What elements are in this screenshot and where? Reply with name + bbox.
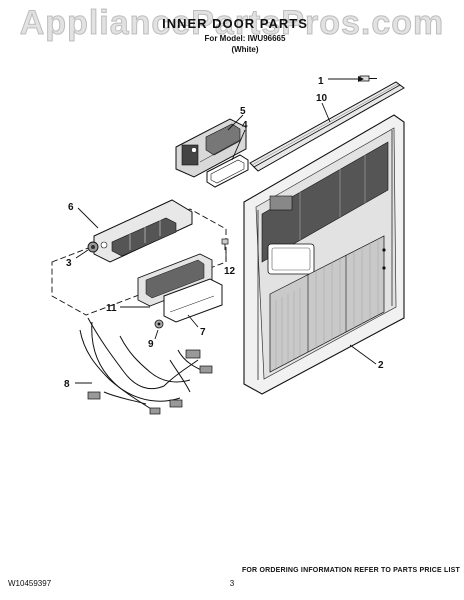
callout-3: 3 xyxy=(66,258,72,269)
callout-2: 2 xyxy=(378,360,384,371)
part-3-knob xyxy=(87,241,99,253)
part-4-gasket xyxy=(206,154,249,188)
callout-10: 10 xyxy=(316,93,328,104)
color-line: (White) xyxy=(231,45,259,54)
part-10-top-trim xyxy=(249,81,405,172)
ordering-note: FOR ORDERING INFORMATION REFER TO PARTS … xyxy=(241,567,460,574)
callout-1: 1 xyxy=(318,76,324,87)
model-line: For Model: IWU96665 xyxy=(204,34,286,43)
callout-5: 5 xyxy=(240,106,246,117)
part-2-inner-door-panel xyxy=(243,114,405,395)
callout-7: 7 xyxy=(200,327,206,338)
part-12-screw xyxy=(221,238,229,250)
callout-6: 6 xyxy=(68,202,74,213)
callout-12: 12 xyxy=(224,266,236,277)
part-7-board-cover xyxy=(163,278,223,323)
part-5-dispenser xyxy=(175,118,247,178)
part-8-wire-harness xyxy=(79,317,213,415)
callout-9: 9 xyxy=(148,339,154,350)
arrowhead-1 xyxy=(358,76,364,82)
callout-4: 4 xyxy=(242,120,248,131)
callout-8: 8 xyxy=(64,379,70,390)
diagram-title: INNER DOOR PARTS xyxy=(162,16,308,31)
callout-11: 11 xyxy=(106,303,117,314)
assembly-outline xyxy=(51,208,227,316)
document-number: W10459397 xyxy=(8,579,52,588)
part-6-control-housing xyxy=(93,199,193,263)
part-9-screw xyxy=(154,319,164,329)
page-number: 3 xyxy=(229,579,235,588)
leader-lines xyxy=(75,78,377,384)
